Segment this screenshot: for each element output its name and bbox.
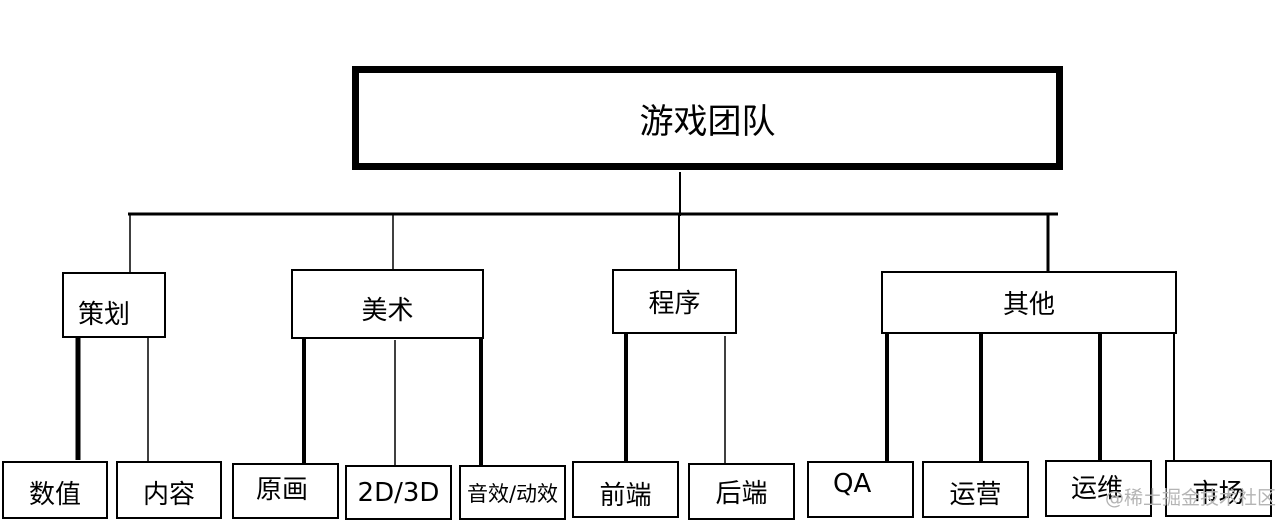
leaf-shuzhi: 数值 [2,461,108,519]
leaf-yunwei: 运维 [1045,460,1152,517]
leaf-houduan: 后端 [688,463,795,520]
leaf-2d3d: 2D/3D [345,465,452,520]
category-chengxu: 程序 [612,269,737,334]
leaf-yuanhua: 原画 [232,463,339,519]
leaf-yinxiao: 音效/动效 [459,465,566,520]
watermark: @稀土掘金技术社区 [1104,487,1276,509]
category-cehua: 策划 [62,272,166,338]
leaf-neirong: 内容 [116,461,222,519]
category-meishu: 美术 [291,269,484,339]
leaf-shichang: 市场 [1165,460,1272,517]
leaf-qa: QA [807,461,914,518]
leaf-yunying: 运营 [922,461,1029,518]
category-qita: 其他 [881,271,1177,334]
root-node: 游戏团队 [352,66,1063,170]
leaf-qianduan: 前端 [572,461,679,518]
